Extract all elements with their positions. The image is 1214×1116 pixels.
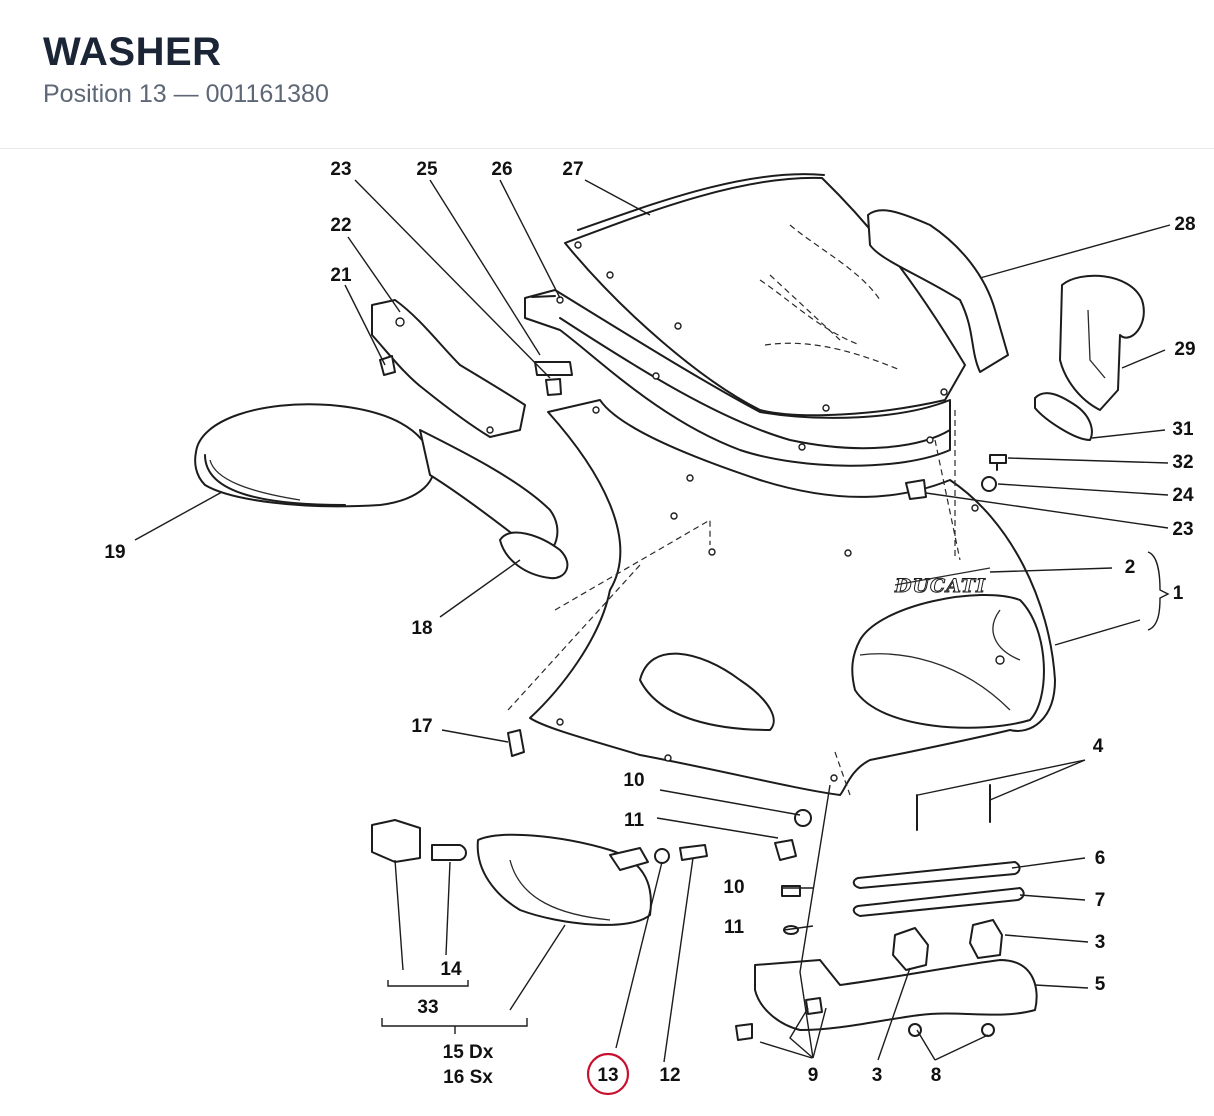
callout-11[interactable]: 11 bbox=[624, 810, 645, 831]
callout-19[interactable]: 19 bbox=[104, 542, 125, 563]
callout-13[interactable]: 13 bbox=[597, 1065, 618, 1086]
screw-32 bbox=[989, 454, 1007, 471]
callout-17[interactable]: 17 bbox=[411, 716, 432, 737]
bracket-5 bbox=[754, 959, 1038, 1031]
callout-3-lower[interactable]: 3 bbox=[872, 1065, 883, 1086]
callout-1[interactable]: 1 bbox=[1173, 583, 1184, 604]
screw-21 bbox=[379, 355, 396, 376]
callout-32[interactable]: 32 bbox=[1172, 452, 1193, 473]
callout-15-dx[interactable]: 15 Dx bbox=[443, 1042, 494, 1063]
turn-signal bbox=[476, 833, 652, 926]
callout-2[interactable]: 2 bbox=[1125, 557, 1136, 578]
callout-23[interactable]: 23 bbox=[330, 159, 351, 180]
strip-7 bbox=[852, 887, 1025, 917]
callout-labels: 23 25 26 27 28 22 21 29 31 32 24 23 19 2… bbox=[104, 159, 1196, 1096]
callout-24[interactable]: 24 bbox=[1172, 485, 1194, 506]
mount-3b bbox=[969, 919, 1003, 959]
callout-14[interactable]: 14 bbox=[440, 959, 462, 980]
bracket-28 bbox=[867, 209, 1009, 373]
grommet-23-right bbox=[905, 479, 927, 500]
windscreen bbox=[564, 173, 966, 417]
exploded-parts-diagram: DUCATI bbox=[104, 159, 1196, 1096]
callout-22[interactable]: 22 bbox=[330, 215, 351, 236]
page-header: WASHER Position 13 — 001161380 bbox=[0, 0, 1214, 149]
mirror-left bbox=[194, 403, 569, 580]
screw-9 bbox=[735, 1023, 753, 1041]
callout-16-sx[interactable]: 16 Sx bbox=[443, 1067, 493, 1088]
strip-6 bbox=[852, 861, 1021, 889]
callout-6[interactable]: 6 bbox=[1095, 848, 1106, 869]
callout-27[interactable]: 27 bbox=[562, 159, 583, 180]
screw-11-upper bbox=[774, 839, 797, 861]
callout-21[interactable]: 21 bbox=[330, 265, 352, 286]
callout-10-lower[interactable]: 10 bbox=[723, 877, 744, 898]
callout-18[interactable]: 18 bbox=[411, 618, 432, 639]
highlight-ring-13 bbox=[586, 1052, 630, 1096]
callout-7[interactable]: 7 bbox=[1095, 890, 1106, 911]
callout-23-right[interactable]: 23 bbox=[1172, 519, 1193, 540]
callout-31[interactable]: 31 bbox=[1172, 419, 1194, 440]
mirror-gasket-18 bbox=[499, 531, 569, 580]
brand-logo-text: DUCATI bbox=[894, 575, 986, 597]
mirror-right bbox=[1034, 274, 1145, 441]
grommet-9 bbox=[805, 997, 823, 1015]
screw-17 bbox=[507, 729, 525, 757]
socket-33 bbox=[371, 819, 421, 863]
washer-10-upper bbox=[794, 809, 812, 827]
leader-lines bbox=[134, 179, 1171, 1063]
mirror-gasket-31 bbox=[1034, 392, 1093, 441]
callout-8[interactable]: 8 bbox=[931, 1065, 942, 1086]
callout-29[interactable]: 29 bbox=[1174, 339, 1195, 360]
washer-24 bbox=[981, 476, 997, 492]
callout-5[interactable]: 5 bbox=[1095, 974, 1106, 995]
screw-12 bbox=[679, 844, 708, 861]
mount-3a bbox=[892, 927, 929, 971]
nut-8b bbox=[981, 1023, 995, 1037]
grommet-23-left bbox=[545, 378, 562, 396]
screen-frame bbox=[524, 289, 951, 467]
bulb-14 bbox=[431, 844, 467, 861]
part-subtitle: Position 13 — 001161380 bbox=[43, 80, 329, 108]
page-title: WASHER bbox=[43, 30, 222, 74]
washer-13-part bbox=[654, 848, 670, 864]
callout-26[interactable]: 26 bbox=[491, 159, 512, 180]
callout-12[interactable]: 12 bbox=[659, 1065, 680, 1086]
main-fairing: DUCATI bbox=[507, 399, 1056, 796]
callout-3[interactable]: 3 bbox=[1095, 932, 1106, 953]
callout-10[interactable]: 10 bbox=[623, 770, 644, 791]
callout-9[interactable]: 9 bbox=[808, 1065, 819, 1086]
callout-28[interactable]: 28 bbox=[1174, 214, 1195, 235]
callout-4[interactable]: 4 bbox=[1093, 736, 1104, 757]
callout-25[interactable]: 25 bbox=[416, 159, 438, 180]
callout-11-lower[interactable]: 11 bbox=[724, 917, 745, 938]
callout-33[interactable]: 33 bbox=[417, 997, 438, 1018]
bracket-22 bbox=[371, 299, 526, 438]
